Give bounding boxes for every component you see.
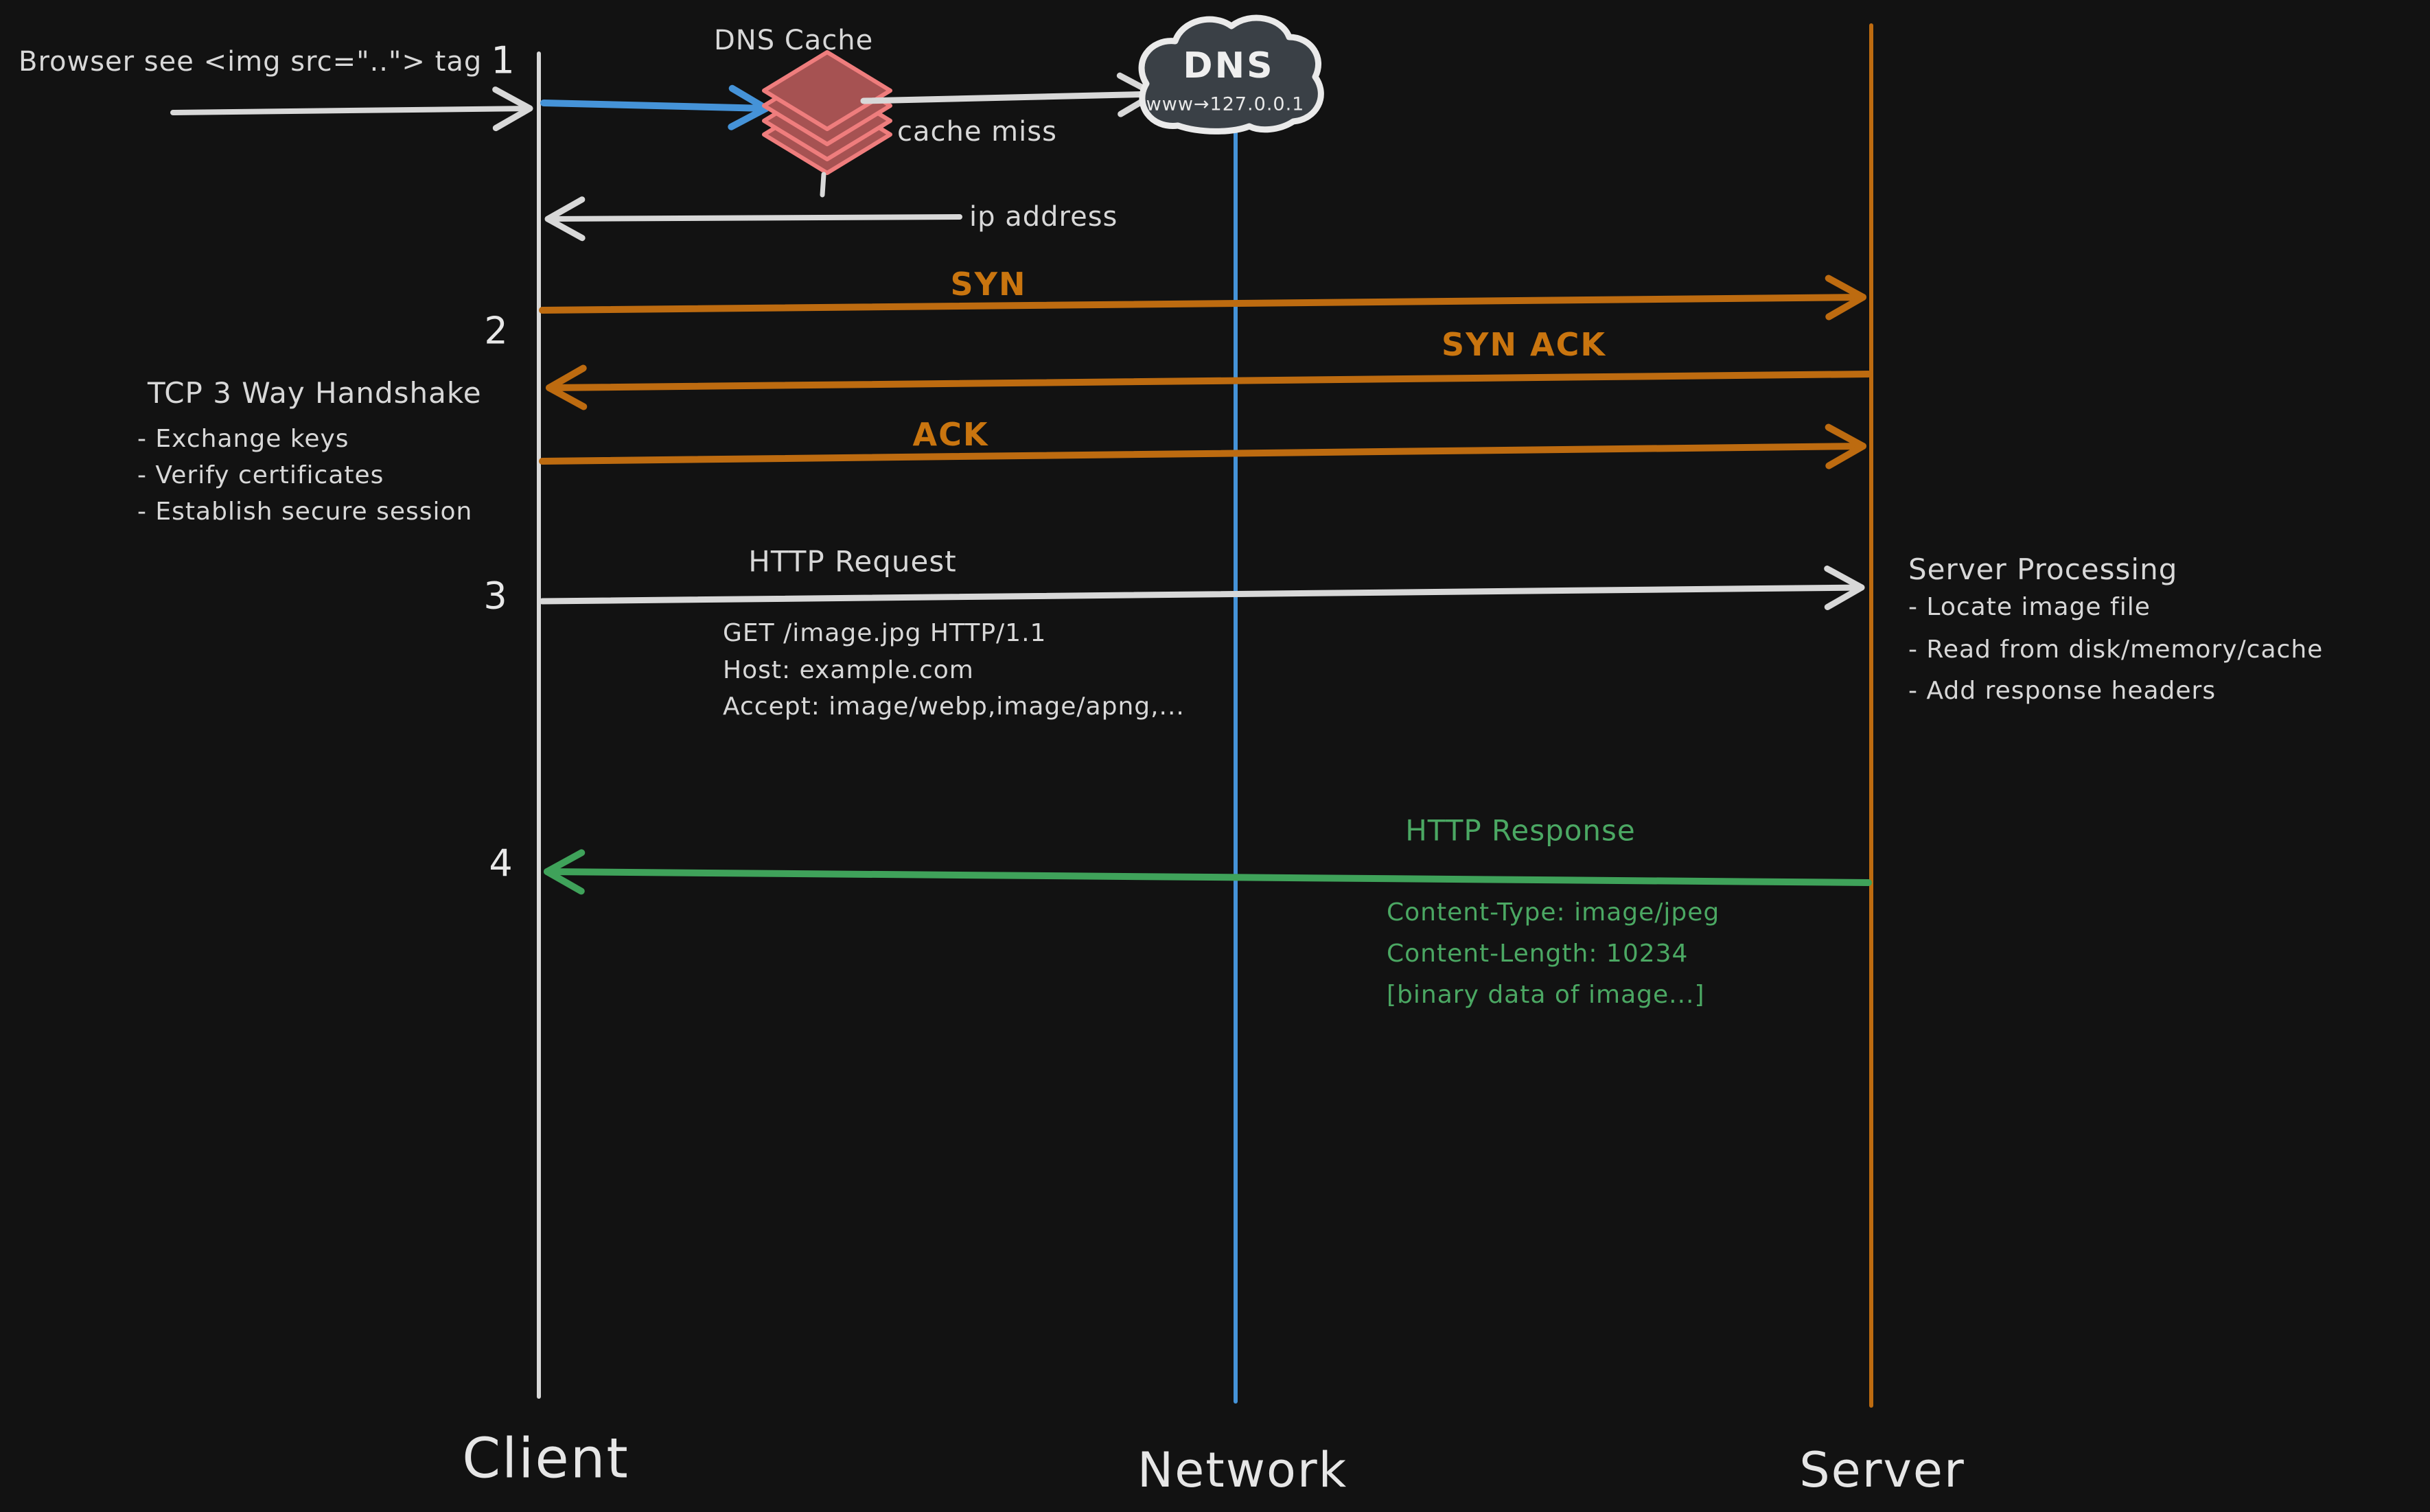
response-line-3: [binary data of image...] xyxy=(1387,981,1705,1009)
response-line-2: Content-Length: 10234 xyxy=(1387,940,1689,968)
step3-number: 3 xyxy=(483,574,508,618)
cache-miss-label: cache miss xyxy=(897,116,1057,148)
handshake-bullet-1: - Exchange keys xyxy=(137,425,349,453)
server-lifeline-label: Server xyxy=(1799,1442,1965,1498)
request-line-2: Host: example.com xyxy=(723,656,974,684)
request-line-3: Accept: image/webp,image/apng,... xyxy=(723,693,1185,721)
dns-cloud-title: DNS xyxy=(1183,45,1275,86)
handshake-bullet-2: - Verify certificates xyxy=(137,461,384,489)
browser-to-client-arrow xyxy=(170,86,533,132)
server-processing-bullet-1: - Locate image file xyxy=(1908,593,2151,621)
request-line-1: GET /image.jpg HTTP/1.1 xyxy=(723,619,1047,647)
http-response-arrow xyxy=(544,849,1872,895)
http-response-label: HTTP Response xyxy=(1405,813,1636,848)
response-line-1: Content-Type: image/jpeg xyxy=(1387,898,1720,927)
client-to-dnscache-arrow xyxy=(540,84,769,130)
step2-number: 2 xyxy=(484,309,509,353)
dns-cache-label: DNS Cache xyxy=(714,25,874,56)
syn-ack-arrow xyxy=(546,364,1872,410)
ack-label: ACK xyxy=(912,416,989,453)
server-processing-bullet-2: - Read from disk/memory/cache xyxy=(1908,636,2324,664)
step1-number: 1 xyxy=(491,38,516,82)
dns-cloud-icon xyxy=(1138,14,1324,135)
http-request-arrow xyxy=(539,566,1865,611)
cache-miss-arrow xyxy=(860,72,1158,117)
handshake-title: TCP 3 Way Handshake xyxy=(148,376,482,410)
server-processing-bullet-3: - Add response headers xyxy=(1908,677,2217,705)
ip-address-arrow xyxy=(544,196,962,242)
ack-arrow xyxy=(539,423,1866,469)
syn-label: SYN xyxy=(950,266,1027,303)
browser-note: Browser see <img src=".."> tag xyxy=(19,46,483,78)
step4-number: 4 xyxy=(489,841,513,885)
syn-ack-label: SYN ACK xyxy=(1442,326,1606,363)
ip-address-label: ip address xyxy=(969,201,1118,233)
http-request-label: HTTP Request xyxy=(748,544,957,579)
dns-cache-stack-icon xyxy=(762,50,892,175)
dns-cloud-mapping: www→127.0.0.1 xyxy=(1146,93,1305,115)
client-lifeline-label: Client xyxy=(462,1426,629,1491)
syn-arrow xyxy=(539,275,1866,321)
dnscache-drop-line xyxy=(820,172,826,198)
handshake-bullet-3: - Establish secure session xyxy=(137,498,473,526)
network-lifeline-label: Network xyxy=(1137,1442,1348,1498)
server-processing-title: Server Processing xyxy=(1908,553,2178,586)
